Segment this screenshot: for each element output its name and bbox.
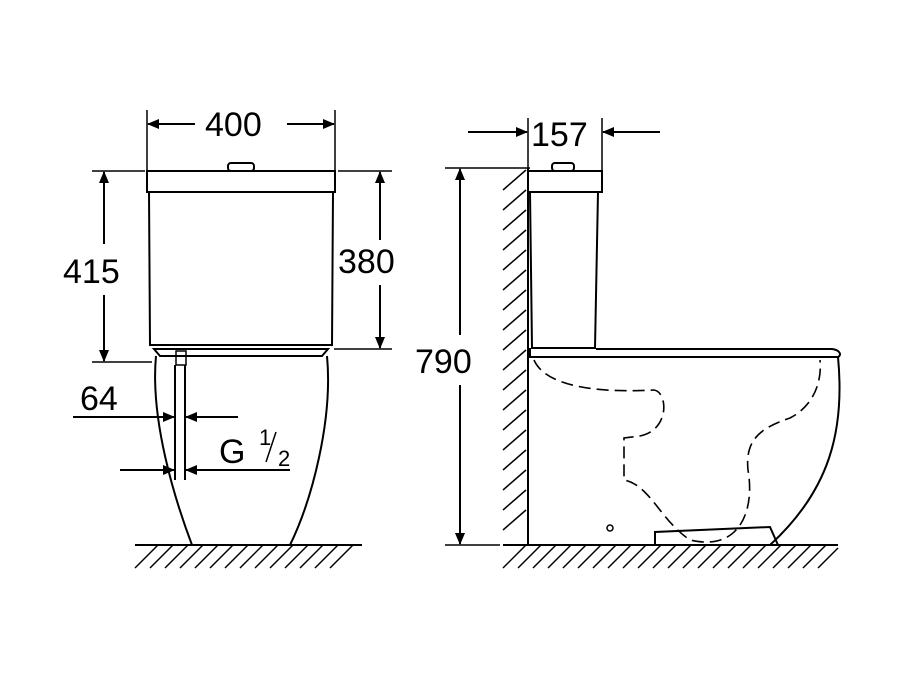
dim-790-label: 790 [415,343,472,381]
dim-total-height: 790 [415,167,530,546]
front-bowl [154,355,330,546]
side-tank [528,162,603,349]
front-tank [146,162,336,357]
dim-depth-157: 157 [468,116,660,170]
side-view: 157 790 [415,116,841,569]
side-trap-dashed [533,359,822,543]
front-view: 400 415 380 64 G 1 [63,106,395,569]
dim-157-label: 157 [531,116,588,154]
side-floor [502,544,839,569]
dim-tank-height: 380 [334,170,395,350]
dim-width-label: 400 [205,106,262,144]
side-bowl [529,348,841,546]
dim-thread-num: 1 [259,425,271,450]
dim-64-label: 64 [80,380,118,418]
dim-thread-den: 2 [278,446,290,471]
dim-width-400: 400 [146,106,336,170]
dim-tank-total-height: 415 [63,170,152,363]
front-inlet-pipe [174,350,187,480]
dim-thread: G 1 2 [120,425,290,475]
dim-380-label: 380 [338,243,395,281]
side-wall [502,168,529,545]
front-floor [134,544,362,569]
dim-offset-64: 64 [73,380,238,422]
dim-415-label: 415 [63,253,120,291]
dim-thread-letter: G [219,433,245,471]
